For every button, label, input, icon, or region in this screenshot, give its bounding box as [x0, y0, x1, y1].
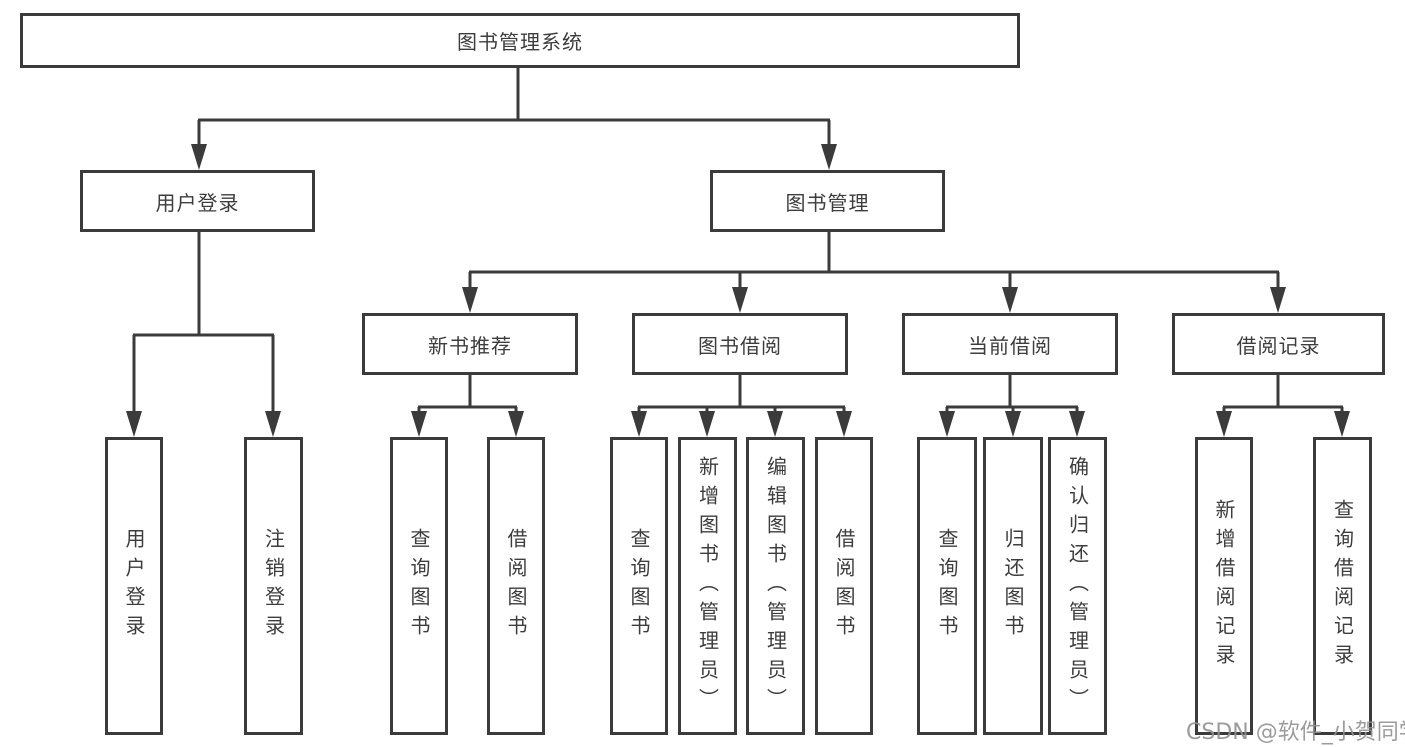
- node-current-borrowing: 当前借阅: [902, 313, 1118, 375]
- leaf-logout: 注销登录: [244, 437, 303, 735]
- leaf-query-books-current-label: 查询图书: [935, 528, 959, 644]
- leaf-user-login-label: 用户登录: [122, 528, 146, 644]
- tree-edges: [132, 68, 1344, 412]
- node-new-book-recommend: 新书推荐: [362, 313, 578, 375]
- leaf-confirm-return-admin-label: 确认归还（管理员）: [1065, 455, 1090, 717]
- leaf-query-borrow-record: 查询借阅记录: [1313, 437, 1372, 735]
- leaf-query-books-borrowing: 查询图书: [610, 437, 668, 735]
- node-borrowing-records: 借阅记录: [1172, 313, 1385, 375]
- leaf-query-books-current: 查询图书: [917, 437, 977, 735]
- node-book-management: 图书管理: [710, 170, 945, 232]
- leaf-borrow-books-recommend-label: 借阅图书: [504, 528, 528, 644]
- leaf-confirm-return-admin: 确认归还（管理员）: [1048, 437, 1107, 735]
- leaf-add-borrow-record: 新增借阅记录: [1195, 437, 1253, 735]
- leaf-borrow-books-borrowing-label: 借阅图书: [832, 528, 856, 644]
- leaf-return-books: 归还图书: [983, 437, 1043, 735]
- leaf-borrow-books-recommend: 借阅图书: [487, 437, 545, 735]
- leaf-logout-label: 注销登录: [261, 528, 286, 644]
- leaf-user-login: 用户登录: [105, 437, 163, 735]
- leaf-query-books-borrowing-label: 查询图书: [627, 528, 651, 644]
- leaf-borrow-books-borrowing: 借阅图书: [815, 437, 873, 735]
- node-book-borrowing: 图书借阅: [632, 313, 848, 375]
- leaf-add-books-admin-label: 新增图书（管理员）: [695, 455, 720, 717]
- node-library-system: 图书管理系统: [20, 13, 1020, 68]
- leaf-edit-books-admin-label: 编辑图书（管理员）: [763, 455, 788, 717]
- watermark: CSDN @软件_小贺同学: [1186, 720, 1405, 745]
- leaf-add-borrow-record-label: 新增借阅记录: [1212, 499, 1236, 673]
- leaf-query-borrow-record-label: 查询借阅记录: [1330, 499, 1355, 673]
- arrowheads: [126, 144, 1350, 437]
- leaf-edit-books-admin: 编辑图书（管理员）: [746, 437, 805, 735]
- leaf-add-books-admin: 新增图书（管理员）: [678, 437, 737, 735]
- node-user-login: 用户登录: [80, 170, 315, 232]
- leaf-query-books-recommend-label: 查询图书: [407, 528, 431, 644]
- leaf-query-books-recommend: 查询图书: [390, 437, 448, 735]
- leaf-return-books-label: 归还图书: [1001, 528, 1025, 644]
